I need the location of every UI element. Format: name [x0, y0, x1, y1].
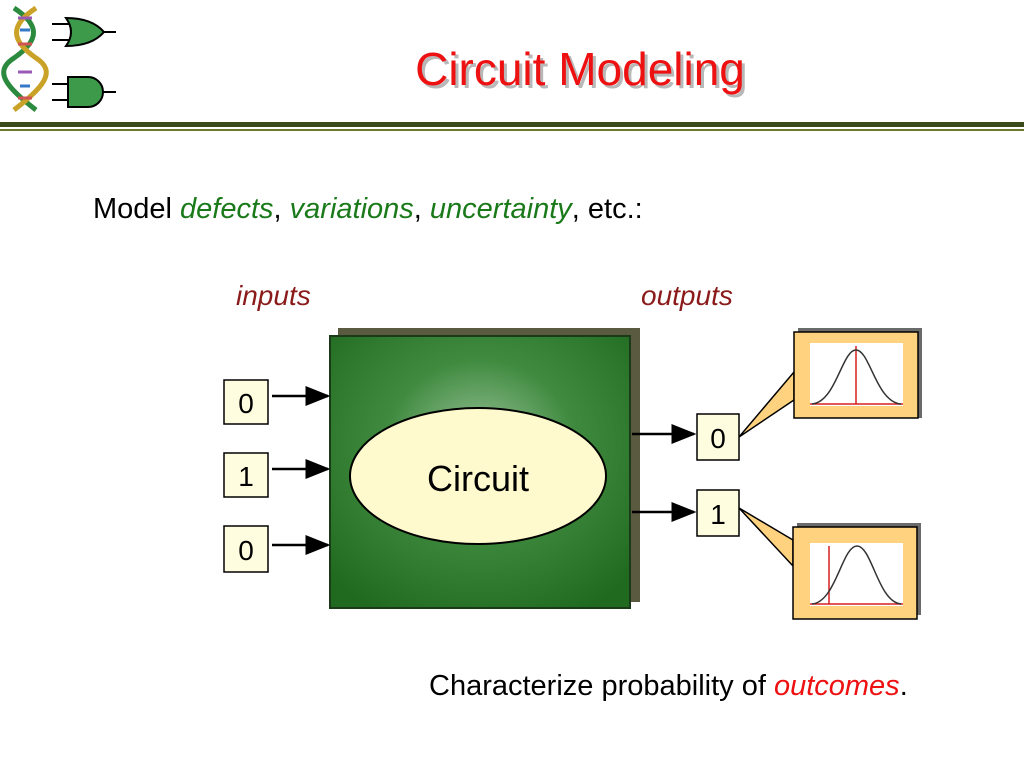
output-0: 0	[632, 413, 740, 461]
subtitle-prefix: Model	[93, 193, 181, 225]
input-value: 1	[238, 461, 254, 492]
subtitle-separator: ,	[413, 193, 430, 225]
normal-distribution-icon	[810, 545, 903, 605]
output-value: 0	[710, 423, 726, 454]
inputs-label: inputs	[236, 280, 311, 311]
output-value: 1	[710, 499, 726, 530]
distribution-callout-output-1	[738, 507, 921, 620]
subtitle-term-defects: defects	[180, 193, 274, 225]
input-0: 0	[223, 379, 331, 425]
subtitle-term-variations: variations	[289, 193, 414, 225]
circuit-ellipse	[349, 407, 607, 545]
page-title: Circuit Modeling	[415, 43, 745, 95]
subtitle-suffix: , etc.:	[571, 193, 643, 225]
logo	[1, 5, 116, 112]
title-divider	[0, 122, 1024, 131]
output-1: 1	[632, 489, 740, 537]
input-1: 1	[223, 452, 331, 498]
and-gate-icon	[52, 76, 116, 108]
footer-prefix: Characterize probability of	[429, 670, 774, 702]
outputs-label: outputs	[641, 280, 733, 311]
circuit-label: Circuit	[427, 458, 529, 499]
footer-suffix: .	[899, 670, 908, 702]
subtitle-term-uncertainty: uncertainty	[429, 193, 572, 225]
input-value: 0	[238, 535, 254, 566]
circuit-box: Circuit	[329, 328, 640, 609]
footer-text: Characterize probability of outcomes.	[429, 670, 908, 703]
subtitle-separator: ,	[273, 193, 290, 225]
subtitle: Model defects, variations, uncertainty, …	[93, 193, 643, 226]
distribution-callout-output-0	[738, 328, 922, 438]
input-value: 0	[238, 388, 254, 419]
normal-distribution-icon	[810, 346, 903, 405]
or-gate-icon	[52, 16, 116, 48]
input-2: 0	[223, 525, 331, 573]
footer-term-outcomes: outcomes	[773, 670, 900, 702]
dna-helix-icon	[1, 5, 49, 112]
